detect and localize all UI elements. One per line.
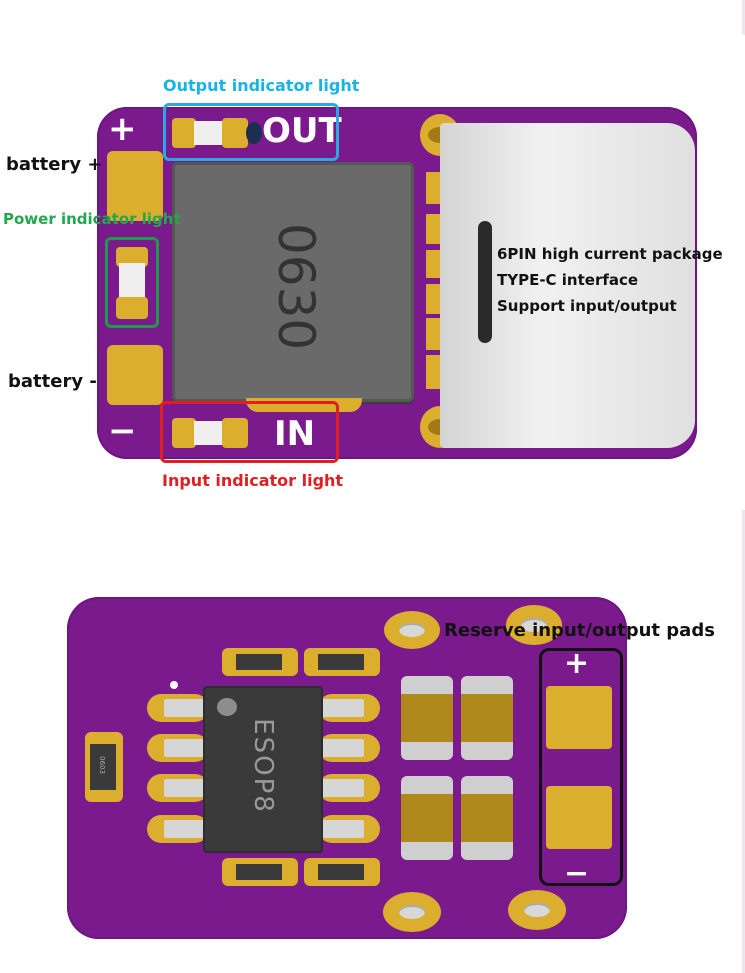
usb-label-line2: TYPE-C interface bbox=[497, 271, 639, 289]
input-led bbox=[194, 421, 222, 445]
cap-2-body bbox=[461, 694, 513, 742]
power-led-pad-bottom bbox=[116, 297, 148, 319]
chip-pin-l1 bbox=[164, 699, 208, 717]
chip-marking: ESOP8 bbox=[248, 718, 278, 814]
reserve-pads-label: Reserve input/output pads bbox=[444, 620, 715, 641]
bottom-resistor-2 bbox=[318, 864, 364, 880]
output-led-pad-left bbox=[172, 118, 196, 148]
inductor-0630 bbox=[172, 162, 414, 402]
chip-pin-r4 bbox=[320, 820, 364, 838]
reserve-pad-bottom-right bbox=[508, 890, 566, 930]
top-resistor-1 bbox=[236, 654, 282, 670]
chip-pin-l3 bbox=[164, 779, 208, 797]
left-resistor-code: 0603 bbox=[98, 756, 106, 774]
usb-c-opening bbox=[478, 221, 492, 343]
page-edge-line bbox=[742, 510, 745, 973]
input-indicator-label: Input indicator light bbox=[162, 471, 344, 490]
chip-pin-l2 bbox=[164, 739, 208, 757]
chip-pin-l4 bbox=[164, 820, 208, 838]
bottom-resistor-1 bbox=[236, 864, 282, 880]
battery-plus-label: battery + bbox=[6, 154, 103, 175]
chip-pin-r3 bbox=[320, 779, 364, 797]
output-via bbox=[246, 122, 262, 144]
input-led-pad-right bbox=[222, 418, 248, 448]
chip-orientation-dot bbox=[217, 698, 237, 716]
reserve-pad-top-left bbox=[384, 611, 440, 649]
top-module: Output indicator light + − 0630 Power in… bbox=[0, 0, 745, 500]
reserve-plus-silk: + bbox=[564, 646, 590, 681]
left-resistor bbox=[90, 744, 116, 790]
reserve-pads-box bbox=[539, 648, 623, 886]
cap-4-body bbox=[461, 794, 513, 842]
usb-label-line1: 6PIN high current package bbox=[497, 245, 723, 263]
reserve-pad-top-right bbox=[506, 605, 562, 645]
in-silkscreen: IN bbox=[274, 414, 316, 454]
page-edge-line bbox=[742, 0, 745, 35]
power-led-pad-top bbox=[116, 247, 148, 267]
cap-1-body bbox=[401, 694, 453, 742]
usb-label-line3: Support input/output bbox=[497, 297, 677, 315]
pin1-dot bbox=[170, 681, 178, 689]
battery-minus-pad bbox=[107, 345, 163, 405]
output-led bbox=[194, 121, 222, 145]
chip-pin-r1 bbox=[320, 699, 364, 717]
output-indicator-box bbox=[163, 103, 339, 161]
power-led bbox=[119, 263, 145, 301]
input-led-pad-left bbox=[172, 418, 196, 448]
battery-minus-silk: − bbox=[108, 411, 137, 451]
output-indicator-label: Output indicator light bbox=[163, 76, 360, 95]
cap-3-body bbox=[401, 794, 453, 842]
reserve-plus-pad bbox=[546, 686, 612, 749]
power-indicator-label: Power indicator light bbox=[3, 210, 181, 228]
battery-minus-label: battery - bbox=[8, 371, 97, 392]
battery-plus-silk: + bbox=[108, 109, 137, 149]
output-led-pad-right bbox=[222, 118, 248, 148]
battery-plus-pad bbox=[107, 151, 163, 221]
chip-pin-r2 bbox=[320, 739, 364, 757]
top-resistor-2 bbox=[318, 654, 364, 670]
power-indicator-box bbox=[105, 237, 159, 328]
out-silkscreen: OUT bbox=[262, 111, 342, 151]
reserve-pad-bottom-left bbox=[383, 892, 441, 932]
input-indicator-box bbox=[160, 401, 339, 463]
reserve-minus-pad bbox=[546, 786, 612, 849]
